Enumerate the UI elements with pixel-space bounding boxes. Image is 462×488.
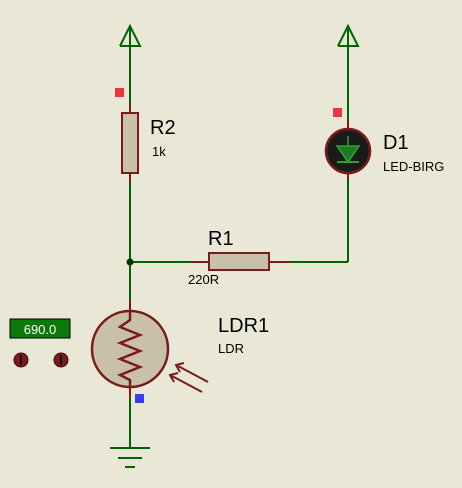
ldr-resistor-zigzag-icon [116, 312, 144, 386]
r1-ref-label: R1 [208, 228, 234, 250]
ldr-ldr1[interactable]: LDR1 LDR [90, 300, 269, 403]
d1-value-label: LED-BIRG [383, 159, 444, 174]
wires [129, 40, 349, 447]
resistor-r1[interactable]: R1 220R [188, 228, 290, 287]
power-terminal-left[interactable] [119, 23, 142, 47]
resistor-r2[interactable]: R2 1k [115, 88, 176, 182]
led-d1[interactable]: D1 LED-BIRG [324, 108, 444, 180]
junction-dot [126, 258, 134, 266]
pin-state-high-marker [333, 108, 342, 117]
r2-ref-label: R2 [150, 117, 176, 139]
r2-value-label: 1k [152, 144, 166, 159]
resistor-body [208, 252, 270, 271]
light-level-control[interactable]: 690.0 [9, 318, 71, 368]
decrease-light-button[interactable] [13, 352, 29, 368]
ldr1-ref-label: LDR1 [218, 315, 269, 337]
meter-reading: 690.0 [24, 322, 57, 337]
d1-ref-label: D1 [383, 132, 409, 154]
meter-display [9, 318, 71, 339]
pin-state-high-marker [115, 88, 124, 97]
ldr-body [90, 309, 170, 389]
resistor-body [121, 112, 139, 174]
light-arrows-icon [168, 362, 209, 393]
r1-value-label: 220R [188, 272, 219, 287]
pin-state-low-marker [135, 394, 144, 403]
power-terminal-right[interactable] [337, 23, 360, 47]
ldr1-value-label: LDR [218, 341, 244, 356]
increase-light-button[interactable] [53, 352, 69, 368]
ground-terminal[interactable] [110, 447, 150, 468]
